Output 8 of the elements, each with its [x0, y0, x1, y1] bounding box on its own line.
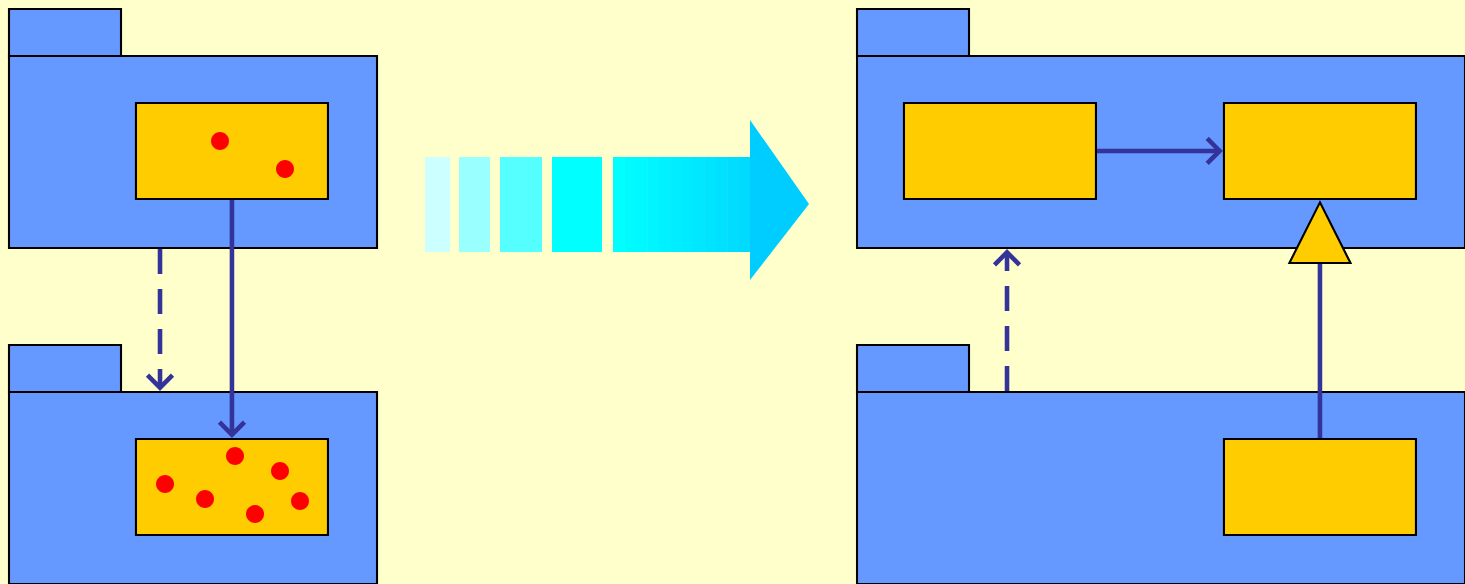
- dependency-arrow: [145, 249, 175, 391]
- class-box: [134, 437, 329, 536]
- arrow: [1097, 136, 1223, 166]
- class-box: [134, 101, 329, 200]
- class-box: [1222, 437, 1417, 536]
- arrow: [217, 200, 247, 438]
- dependency-arrow: [992, 249, 1022, 391]
- class-box: [902, 101, 1097, 200]
